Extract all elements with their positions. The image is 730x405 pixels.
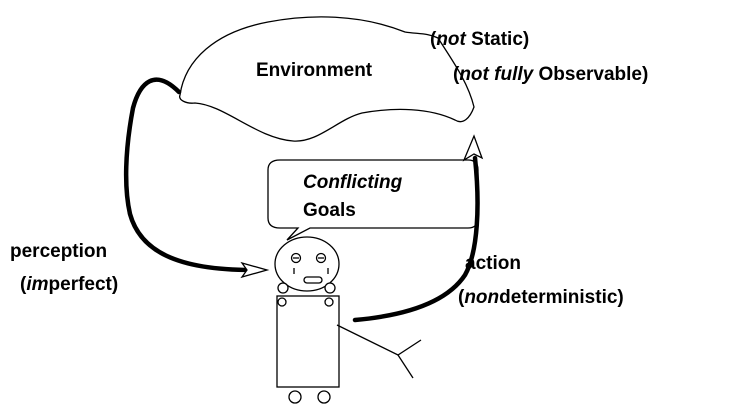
agent-right-foot	[317, 390, 331, 404]
action-qualifier: (nondeterministic)	[458, 287, 624, 308]
speech-bubble-line2: Goals	[303, 200, 356, 221]
agent-left-eye	[290, 252, 302, 264]
agent-left-foot	[288, 390, 302, 404]
perception-label: perception	[10, 241, 107, 262]
agent-body	[276, 295, 340, 388]
agent-right-shoulder	[324, 282, 336, 294]
agent-head	[274, 236, 340, 292]
perception-arrow-line	[123, 77, 255, 273]
environment-label: Environment	[256, 60, 373, 81]
action-label: action	[465, 253, 521, 274]
agent-mouth	[303, 276, 323, 284]
action-arrow-line	[352, 155, 480, 323]
perception-qualifier: (imperfect)	[20, 274, 118, 295]
agent-left-shoulder	[277, 282, 289, 294]
perception-arrowhead-icon	[240, 261, 270, 279]
environment-cloud-shape	[179, 16, 475, 142]
agent-right-joint	[324, 297, 334, 307]
speech-bubble-line1: Conflicting	[303, 172, 403, 193]
not-observable-label: (not fully Observable)	[453, 64, 648, 85]
agent-arm	[336, 324, 422, 356]
not-static-label: (not Static)	[430, 29, 529, 50]
action-arrowhead-icon	[462, 134, 484, 162]
agent-right-eye	[315, 252, 327, 264]
agent-left-joint	[277, 297, 287, 307]
agent-figure	[274, 236, 422, 404]
